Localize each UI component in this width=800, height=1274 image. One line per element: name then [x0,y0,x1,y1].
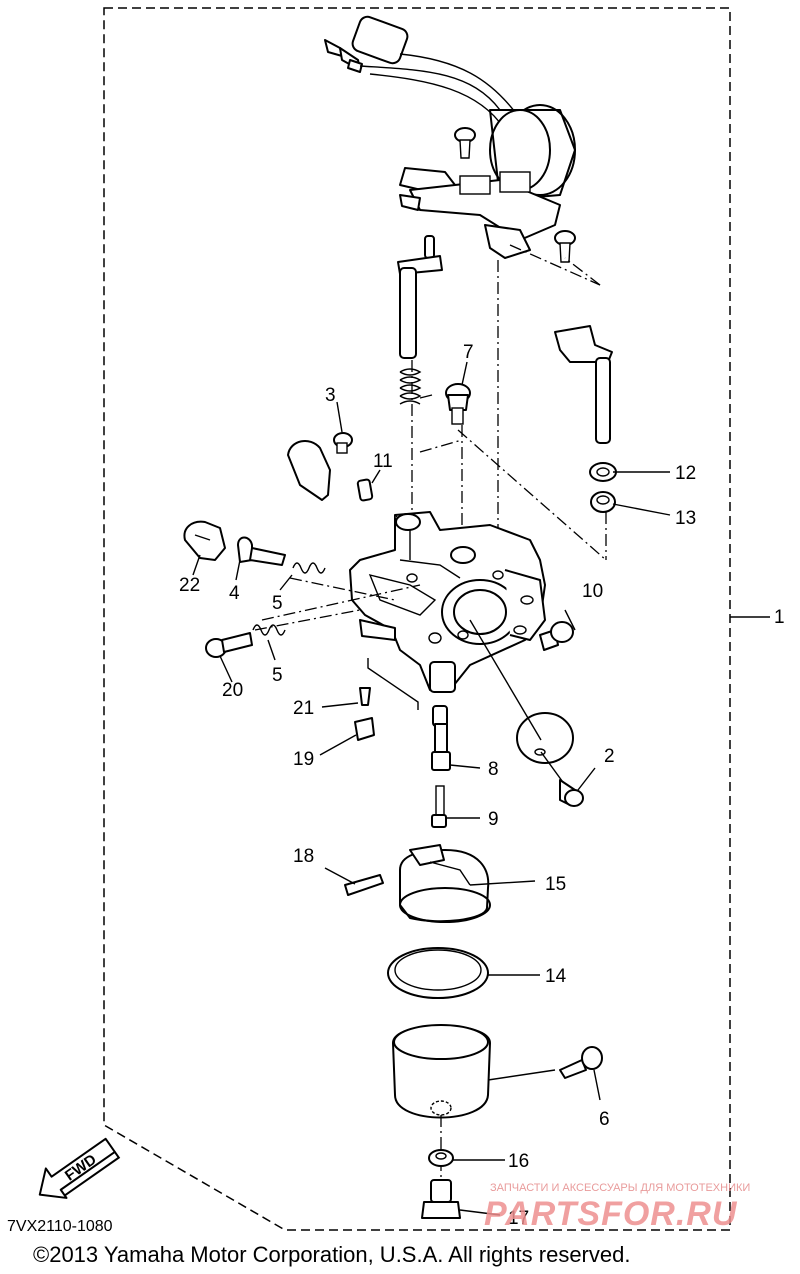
watermark: ЗАПЧАСТИ И АКСЕССУАРЫ ДЛЯ МОТОТЕХНИКИ PA… [484,1182,750,1233]
solenoid-screw-upper [454,127,476,159]
clip-19 [354,717,375,741]
screw-20 [205,632,253,658]
callout-9: 9 [488,809,499,830]
callout-8: 8 [488,759,499,780]
callout-7: 7 [463,342,474,363]
callout-2: 2 [604,746,615,767]
callout-22: 22 [179,575,200,596]
callout-20: 20 [222,680,243,701]
idle-screw-10 [539,621,574,651]
drain-plug-17 [421,1179,461,1219]
throttle-valve [516,712,574,764]
choke-knob-22 [183,520,226,561]
callout-13: 13 [675,508,696,529]
float-15 [399,844,491,923]
callout-4: 4 [229,583,240,604]
callout-12: 12 [675,463,696,484]
callout-14: 14 [545,966,567,987]
carburetor-body [349,511,546,693]
float-bowl [392,1024,491,1119]
callout-1: 1 [774,607,785,628]
callout-11: 11 [373,451,393,472]
spring-5-lower [252,624,286,636]
gasket-14 [387,947,489,999]
callout-18: 18 [293,846,314,867]
screw-6 [559,1046,603,1079]
choke-solenoid-assembly [324,15,576,259]
screw-4 [237,536,286,566]
callout-17: 17 [508,1208,529,1229]
screw-2 [559,779,584,807]
bracket-plate [287,432,353,501]
drawing-code: 7VX2110-1080 [7,1218,113,1235]
watermark-brand: PARTSFOR.RU [484,1195,738,1233]
callout-3: 3 [325,385,336,406]
float-pin-18 [344,874,384,896]
throttle-spring [399,368,433,405]
watermark-tagline: ЗАПЧАСТИ И АКСЕССУАРЫ ДЛЯ МОТОТЕХНИКИ [490,1182,750,1194]
pilot-jet-11 [356,478,374,502]
callout-10: 10 [582,581,603,602]
callout-21: 21 [293,698,314,719]
solenoid-screw-lower [554,230,576,263]
callout-16: 16 [508,1151,529,1172]
callout-19: 19 [293,749,314,770]
throttle-shaft [397,235,443,359]
choke-shaft [554,325,613,444]
callout-5-upper: 5 [272,593,283,614]
washer-16 [428,1149,454,1167]
callout-15: 15 [545,874,566,895]
copyright-notice: ©2013 Yamaha Motor Corporation, U.S.A. A… [33,1242,630,1267]
main-jet-9 [431,785,447,828]
fwd-arrow-icon: FWD [38,1137,121,1199]
callout-5-lower: 5 [272,665,283,686]
main-nozzle-8 [431,705,451,771]
assembly-boundary [103,7,731,1231]
spring-5-upper [292,562,326,574]
needle-valve-21 [359,687,371,706]
callout-6: 6 [599,1109,610,1130]
pilot-screw-7 [445,383,471,425]
